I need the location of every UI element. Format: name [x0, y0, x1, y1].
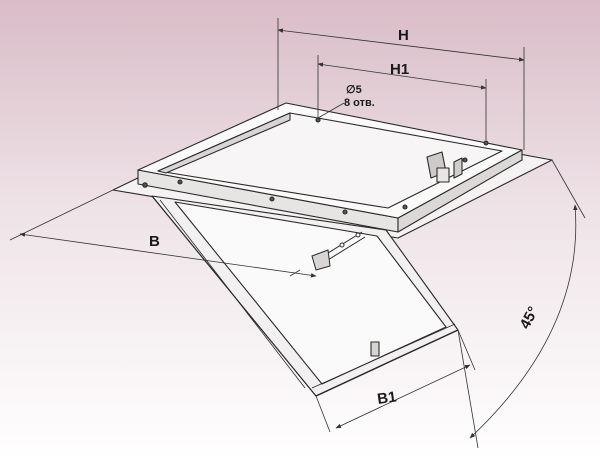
- mounting-hole: [269, 196, 275, 202]
- mounting-hole: [142, 182, 148, 188]
- door-handle: [370, 341, 380, 357]
- mounting-hole: [462, 157, 468, 163]
- label-B: B: [149, 233, 160, 250]
- mounting-hole: [315, 117, 321, 123]
- latch: [426, 151, 463, 183]
- mounting-hole: [177, 179, 183, 185]
- label-H1: H1: [390, 61, 409, 78]
- label-hole-diameter: ∅5: [346, 84, 362, 96]
- label-H: H: [398, 27, 409, 44]
- mounting-hole: [402, 204, 408, 210]
- label-B1: B1: [376, 388, 397, 408]
- frame-inner-wall: [157, 112, 291, 174]
- mounting-hole: [483, 140, 489, 146]
- label-hole-count: 8 отв.: [344, 97, 375, 109]
- mounting-hole: [342, 209, 348, 215]
- label-angle: 45°: [517, 304, 543, 332]
- dimension-lines: [9, 18, 586, 449]
